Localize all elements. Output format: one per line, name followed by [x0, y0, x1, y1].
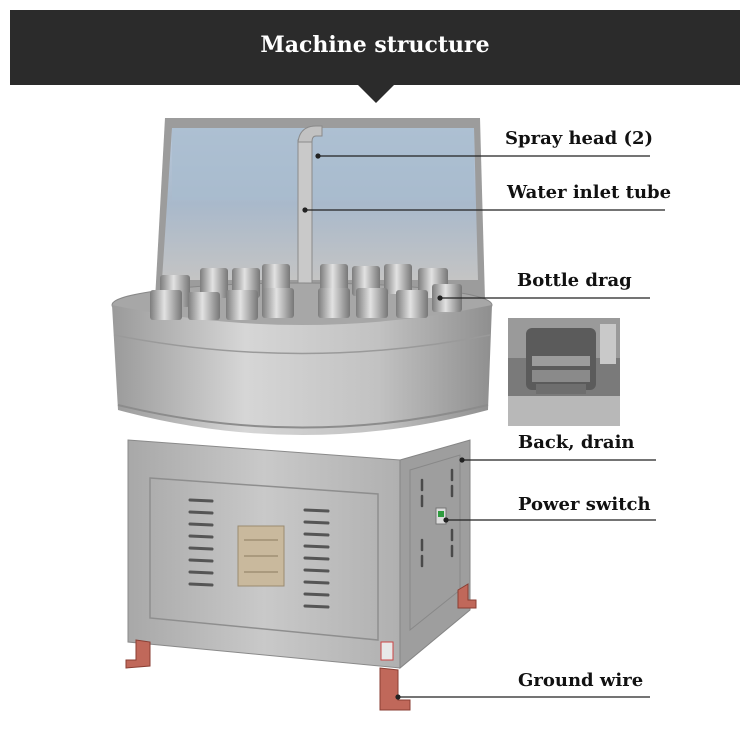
bottle-cups — [150, 264, 462, 320]
page-title: Machine structure — [260, 32, 490, 58]
label-ground-wire: Ground wire — [518, 670, 644, 691]
label-spray-head: Spray head (2) — [505, 128, 654, 149]
vents-left — [188, 498, 214, 587]
warning-label — [380, 641, 394, 661]
label-water-inlet-tube: Water inlet tube — [507, 182, 672, 203]
vents-side — [420, 468, 454, 568]
feet — [125, 583, 477, 711]
power-switch — [435, 507, 447, 525]
title-banner: Machine structure — [10, 10, 740, 85]
label-power-switch: Power switch — [518, 494, 651, 515]
inset-detail-photo — [508, 318, 620, 426]
vents-right — [303, 508, 330, 609]
label-bottle-drag: Bottle drag — [517, 270, 632, 291]
water-inlet-tube — [297, 125, 323, 316]
nameplate — [237, 525, 285, 587]
splash-panel — [155, 118, 485, 300]
label-back-drain: Back, drain — [518, 432, 635, 453]
banner-pointer — [358, 85, 394, 103]
